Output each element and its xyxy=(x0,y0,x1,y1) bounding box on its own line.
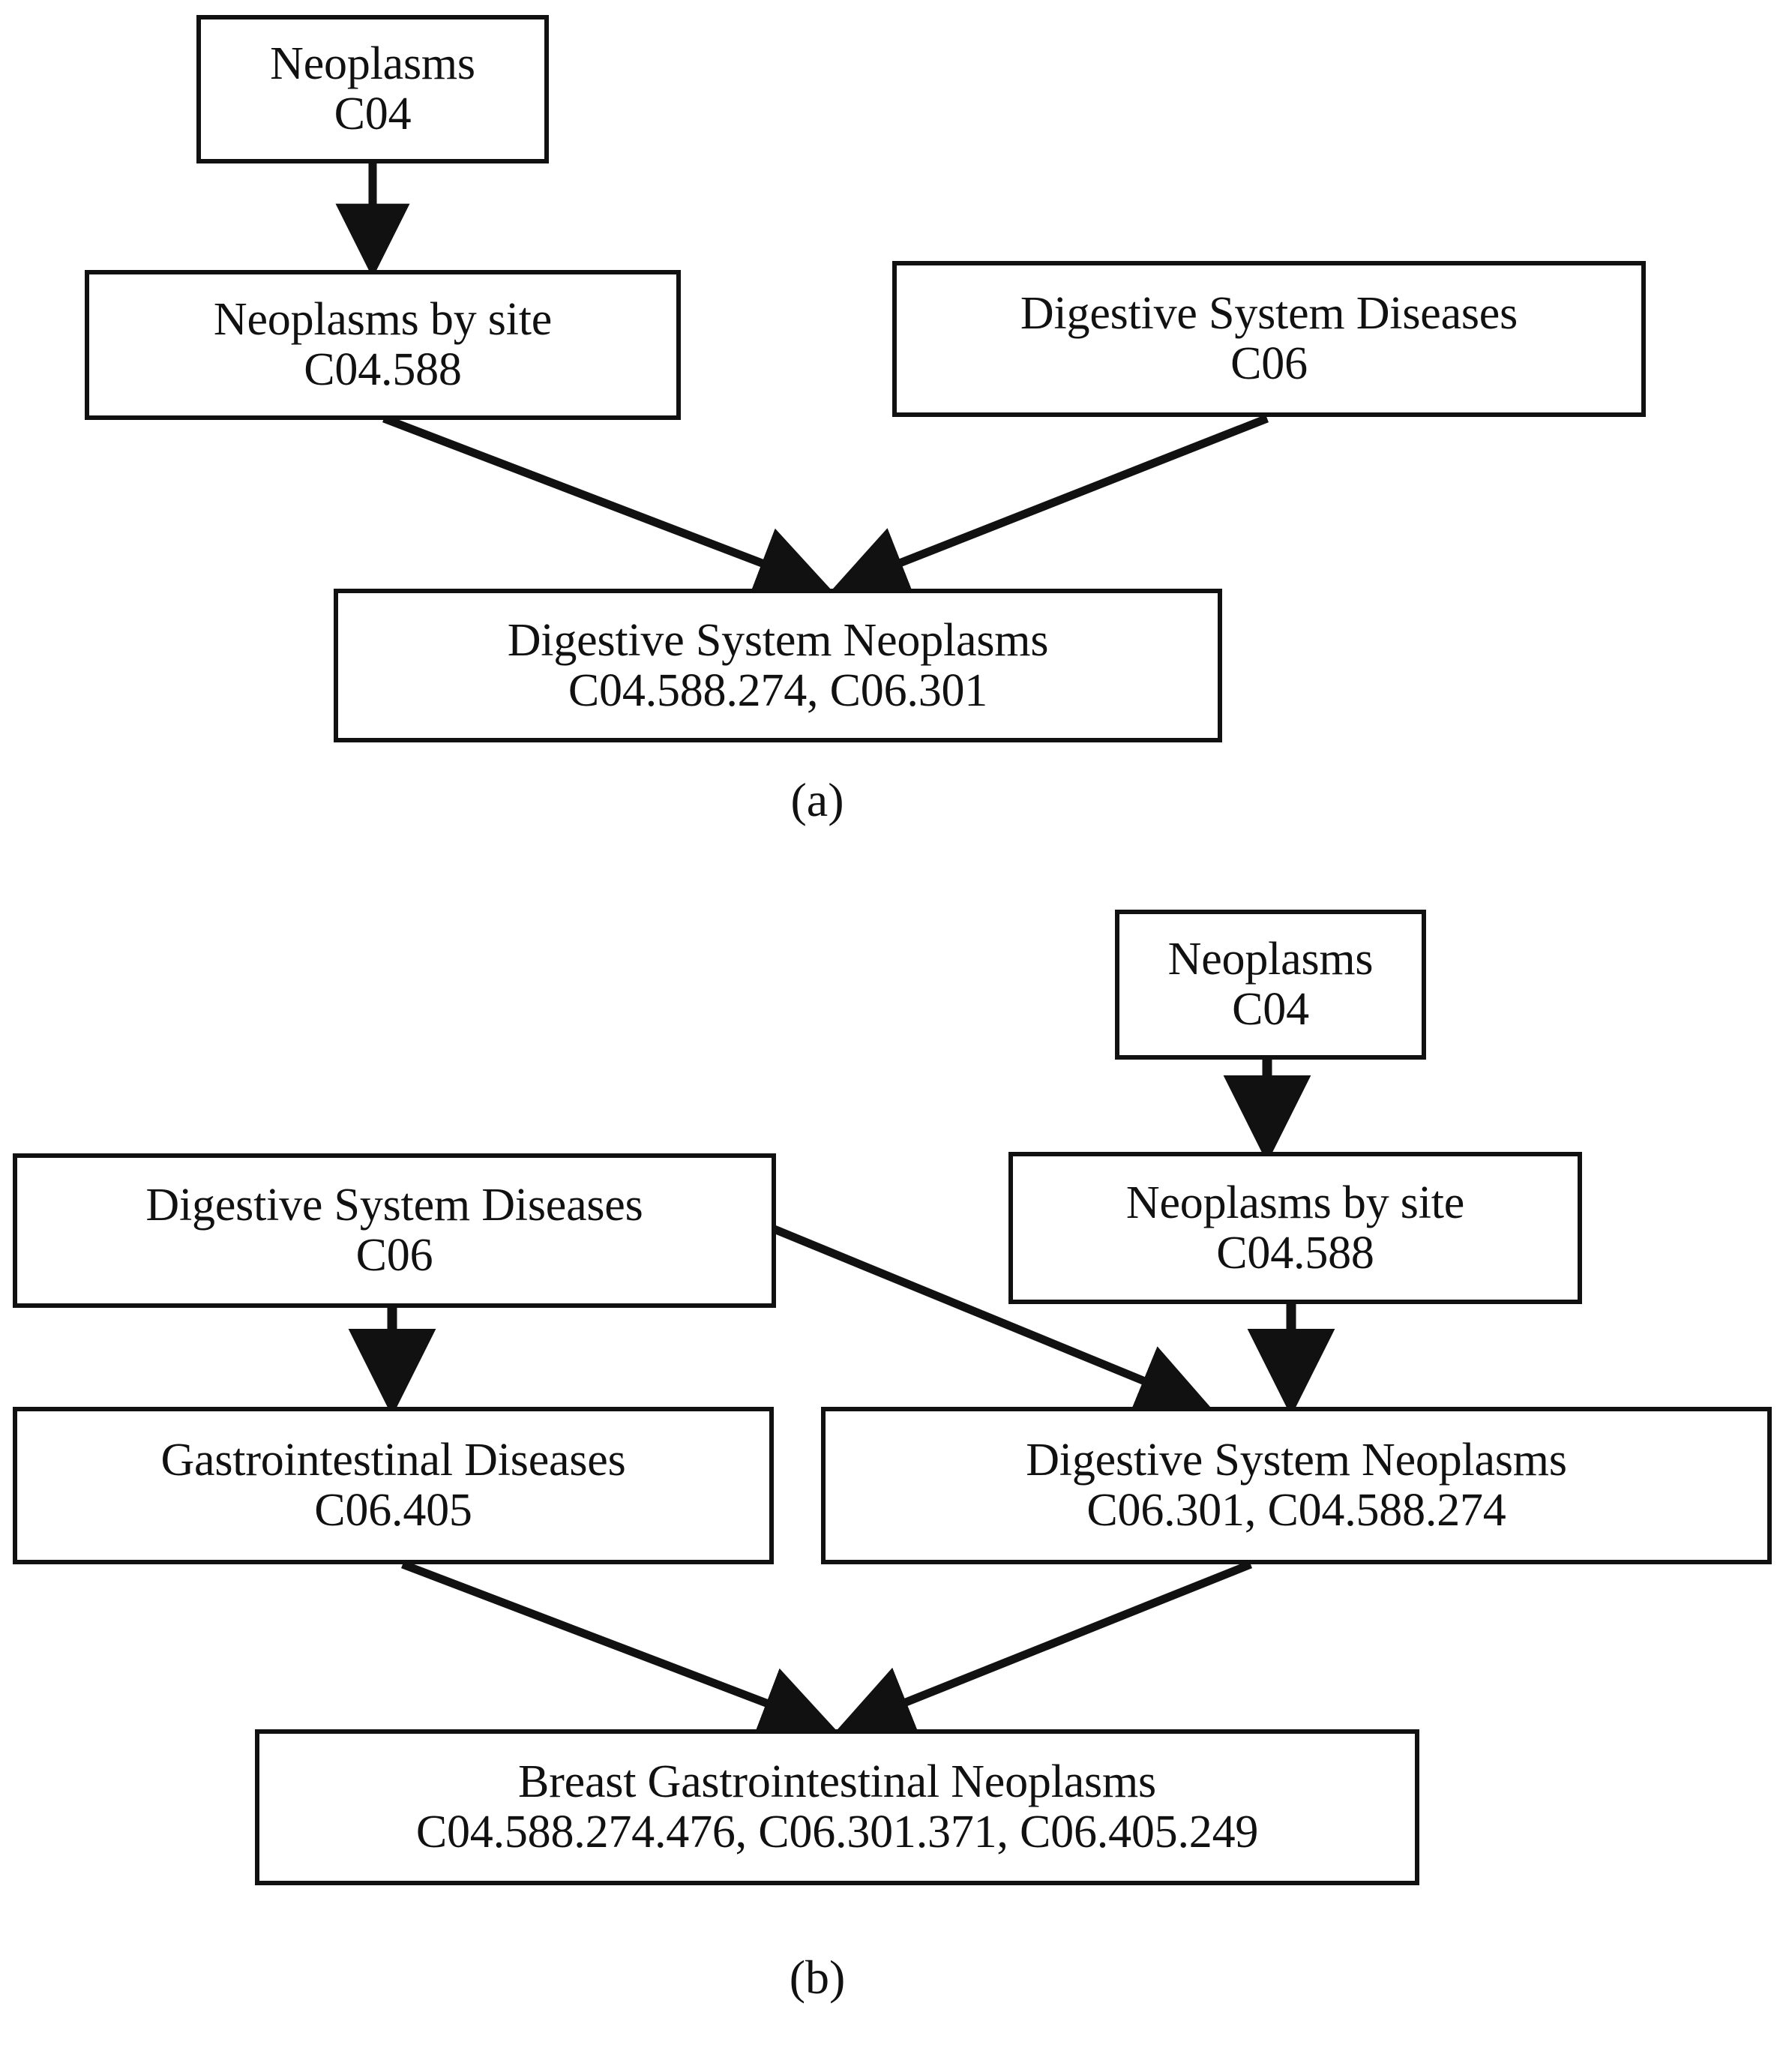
node-b-digestive-system-neoplasms[interactable]: Digestive System Neoplasms C06.301, C04.… xyxy=(821,1407,1772,1564)
edge-b-digestive-neoplasms-to-breast-gastrointestinal-neoplasms xyxy=(837,1560,1253,1737)
node-title: Neoplasms by site xyxy=(1125,1177,1465,1228)
node-b-neoplasms-by-site[interactable]: Neoplasms by site C04.588 xyxy=(1008,1152,1582,1304)
node-code: C06 xyxy=(355,1230,433,1281)
node-title: Digestive System Neoplasms xyxy=(1026,1435,1567,1486)
node-title: Neoplasms xyxy=(1167,934,1374,985)
node-a-digestive-system-diseases[interactable]: Digestive System Diseases C06 xyxy=(892,261,1646,417)
node-b-digestive-system-diseases[interactable]: Digestive System Diseases C06 xyxy=(13,1153,776,1308)
node-title: Gastrointestinal Diseases xyxy=(160,1435,626,1486)
edge-a-neoplasms-by-site-to-digestive-neoplasms xyxy=(382,414,832,598)
node-b-breast-gastrointestinal-neoplasms[interactable]: Breast Gastrointestinal Neoplasms C04.58… xyxy=(255,1729,1419,1885)
node-b-gastrointestinal-diseases[interactable]: Gastrointestinal Diseases C06.405 xyxy=(13,1407,774,1564)
node-code: C04 xyxy=(334,88,412,139)
node-b-neoplasms[interactable]: Neoplasms C04 xyxy=(1115,910,1426,1060)
node-a-neoplasms[interactable]: Neoplasms C04 xyxy=(196,15,549,163)
node-title: Digestive System Diseases xyxy=(145,1180,643,1231)
node-code: C06 xyxy=(1230,338,1308,389)
node-code: C04 xyxy=(1232,984,1309,1035)
panel-b-caption: (b) xyxy=(789,1951,846,2004)
node-title: Breast Gastrointestinal Neoplasms xyxy=(518,1756,1156,1808)
node-code: C04.588 xyxy=(1216,1227,1374,1279)
edge-b-gastrointestinal-diseases-to-breast-gastrointestinal-neoplasms xyxy=(401,1560,836,1738)
edge-a-digestive-diseases-to-digestive-neoplasms xyxy=(832,414,1269,598)
node-code: C06.301, C04.588.274 xyxy=(1086,1485,1506,1536)
node-code: C06.405 xyxy=(314,1485,472,1536)
node-title: Digestive System Neoplasms xyxy=(507,614,1049,666)
node-title: Digestive System Diseases xyxy=(1020,288,1518,340)
node-code: C04.588 xyxy=(304,344,462,395)
node-a-digestive-system-neoplasms[interactable]: Digestive System Neoplasms C04.588.274, … xyxy=(334,589,1222,742)
panel-a-caption: (a) xyxy=(790,773,844,826)
node-title: Neoplasms by site xyxy=(213,294,553,346)
node-code: C04.588.274, C06.301 xyxy=(568,664,988,716)
node-a-neoplasms-by-site[interactable]: Neoplasms by site C04.588 xyxy=(85,270,681,420)
node-code: C04.588.274.476, C06.301.371, C06.405.24… xyxy=(415,1807,1259,1858)
node-title: Neoplasms xyxy=(270,38,475,90)
